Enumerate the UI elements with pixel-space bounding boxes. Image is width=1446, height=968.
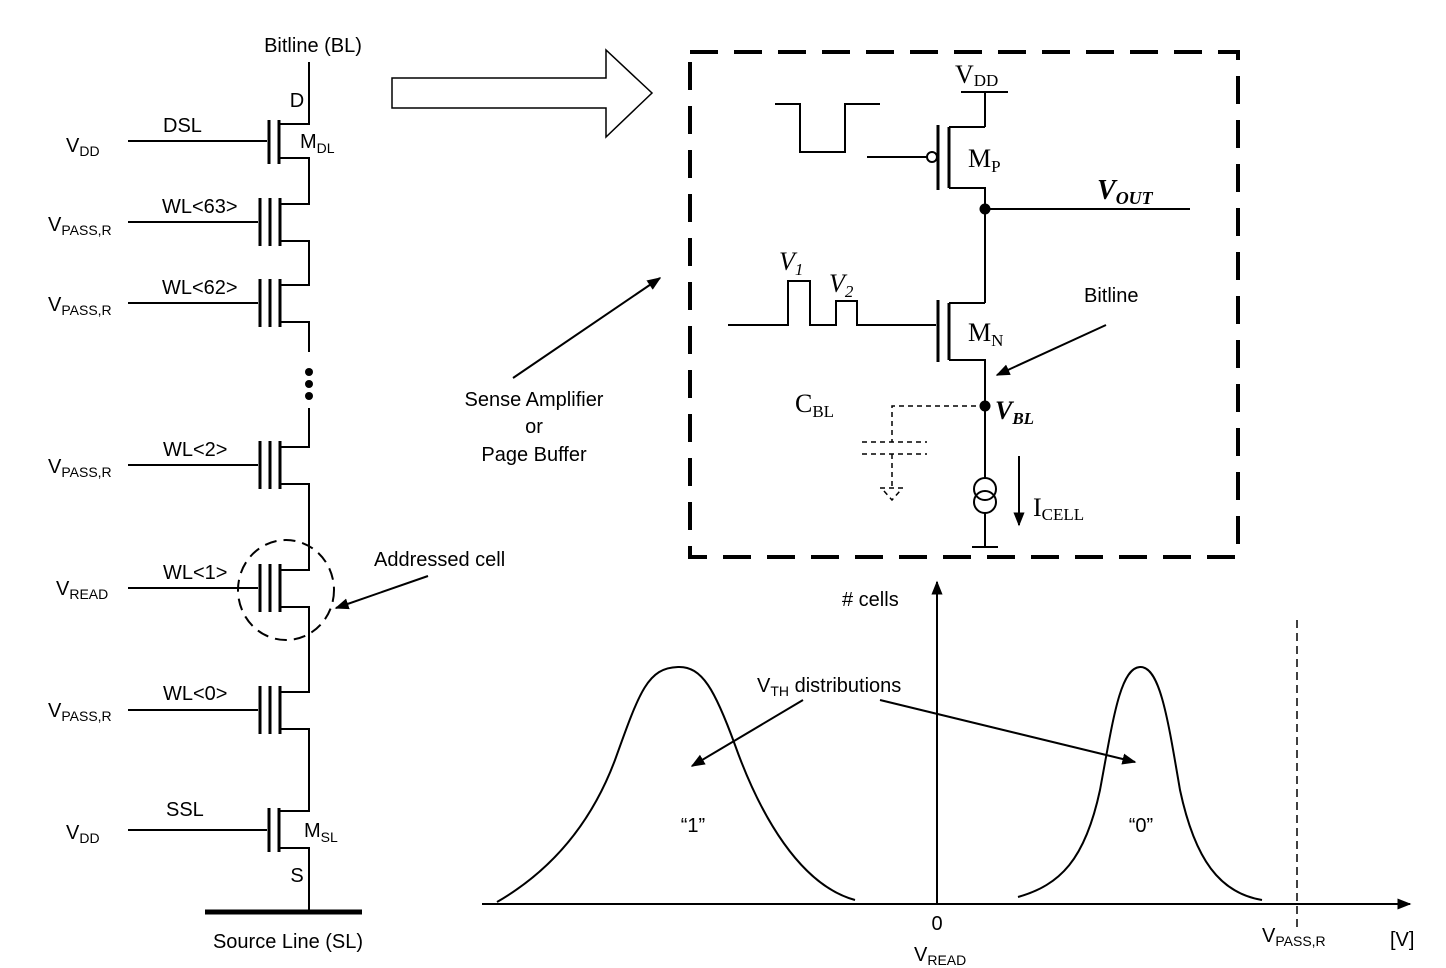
wl1-cell: VREAD WL<1> Addressed cell (56, 539, 505, 678)
mn-label: MN (968, 318, 1003, 350)
nand-string: Bitline (BL) D VDD DSL MDL VPASS,R WL<63… (48, 35, 505, 953)
mdl-label: MDL (300, 131, 335, 156)
wl2-gate-label: WL<2> (163, 439, 227, 461)
wl1-voltage: VREAD (56, 578, 108, 602)
sense-amp-box (688, 50, 1240, 559)
sa-callout-line3: Page Buffer (481, 444, 587, 466)
state-zero-curve (1017, 665, 1263, 901)
zero-label: 0 (931, 913, 942, 935)
vth-arrow-zero (879, 699, 1137, 765)
vth-arrow-one (690, 699, 804, 767)
vout-label: VOUT (1097, 175, 1154, 208)
sa-callout-line2: or (525, 416, 543, 438)
sa-bitline-arrow (995, 324, 1107, 376)
vth-distribution-plot: # cells 0 VREAD VPASS,R [V] VTH distribu… (482, 580, 1414, 968)
wl63-cell: VPASS,R WL<63> (48, 196, 310, 281)
wl63-voltage: VPASS,R (48, 214, 112, 238)
cell-current-source: ICELL (972, 406, 1084, 548)
msl-label: MSL (304, 820, 338, 845)
wl0-cell: VPASS,R WL<0> (48, 678, 310, 795)
addressed-cell-circle (237, 539, 335, 641)
wl2-cell: VPASS,R WL<2> (48, 408, 310, 555)
state-one-curve (496, 665, 856, 903)
sense-amplifier: VDD MP VOUT MN V1 V2 B (465, 50, 1240, 559)
state-one-label: “1” (681, 815, 705, 837)
string-ellipsis (305, 368, 313, 400)
ssl-gate-label: SSL (166, 799, 204, 821)
zoom-arrow (391, 48, 654, 139)
ssl-transistor: VDD SSL MSL S (66, 795, 338, 912)
sa-callout-line1: Sense Amplifier (465, 389, 604, 411)
cbl-capacitor: CBL (795, 389, 985, 502)
wl62-cell: VPASS,R WL<62> (48, 277, 310, 352)
v2-label: V2 (829, 269, 854, 301)
vth-label: VTH distributions (757, 675, 901, 699)
addressed-cell-arrow (334, 575, 429, 610)
vpass-label: VPASS,R (1262, 925, 1326, 949)
addressed-cell-label: Addressed cell (374, 549, 505, 571)
precharge-pulse (775, 103, 880, 153)
cbl-label: CBL (795, 389, 834, 421)
dsl-voltage: VDD (66, 135, 100, 159)
ssl-voltage: VDD (66, 822, 100, 846)
source-line-label: Source Line (SL) (213, 931, 363, 953)
source-label: S (290, 865, 303, 887)
dsl-transistor: VDD DSL MDL (66, 112, 335, 200)
y-axis-label: # cells (842, 589, 899, 611)
drain-label: D (290, 90, 304, 112)
vbl-label: VBL (995, 396, 1034, 428)
wl62-gate-label: WL<62> (162, 277, 238, 299)
gate-pulses (728, 280, 880, 326)
wl0-voltage: VPASS,R (48, 700, 112, 724)
vread-label: VREAD (914, 944, 966, 968)
sa-callout-arrow (512, 277, 662, 379)
mn-transistor: MN V1 V2 (728, 247, 1003, 406)
sa-bitline-label: Bitline (1084, 285, 1138, 307)
unit-label: [V] (1390, 929, 1414, 951)
wl1-gate-label: WL<1> (163, 562, 227, 584)
wl0-gate-label: WL<0> (163, 683, 227, 705)
state-zero-label: “0” (1129, 815, 1153, 837)
mp-transistor: MP (775, 103, 1001, 209)
bitline-label: Bitline (BL) (264, 35, 362, 57)
v1-label: V1 (779, 247, 803, 279)
dsl-gate-label: DSL (163, 115, 202, 137)
icell-label: ICELL (1033, 493, 1084, 524)
wl63-gate-label: WL<63> (162, 196, 238, 218)
wl62-voltage: VPASS,R (48, 294, 112, 318)
vdd-label: VDD (955, 60, 998, 90)
wl2-voltage: VPASS,R (48, 456, 112, 480)
mp-label: MP (968, 144, 1001, 176)
